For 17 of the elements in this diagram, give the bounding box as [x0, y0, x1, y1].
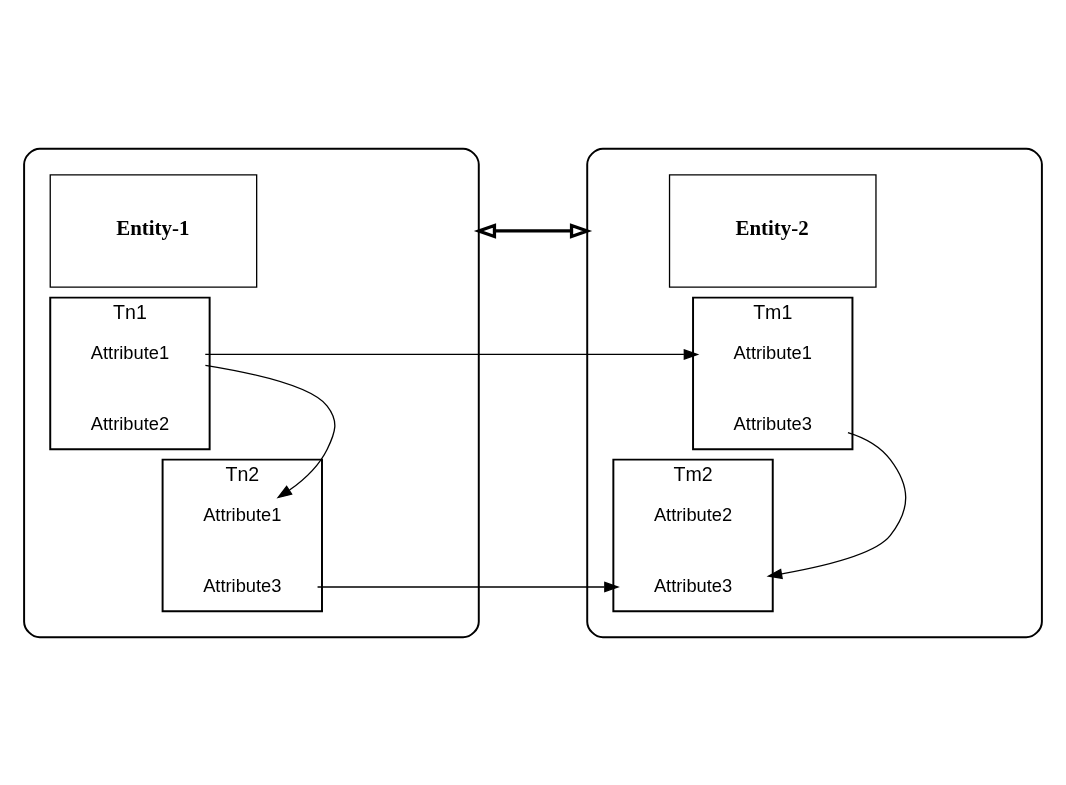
node-text: Attribute1 [90, 341, 170, 363]
arrow [204, 348, 700, 360]
arrow [204, 364, 336, 499]
node-text: Attribute3 [653, 574, 733, 596]
node-text: Attribute1 [203, 503, 282, 525]
node-text: Attribute1 [733, 341, 812, 363]
node-box: Entity-2 [668, 173, 877, 288]
arrow [473, 222, 593, 239]
node-box: Entity-1 [49, 173, 258, 288]
node-text: Attribute3 [203, 574, 282, 596]
node-text: Attribute2 [90, 412, 170, 434]
arrow [766, 431, 907, 579]
cluster [586, 147, 1043, 638]
node-text: Attribute2 [653, 503, 733, 525]
arrow [316, 581, 620, 592]
cluster [23, 147, 480, 638]
node-text: Attribute3 [733, 412, 812, 434]
